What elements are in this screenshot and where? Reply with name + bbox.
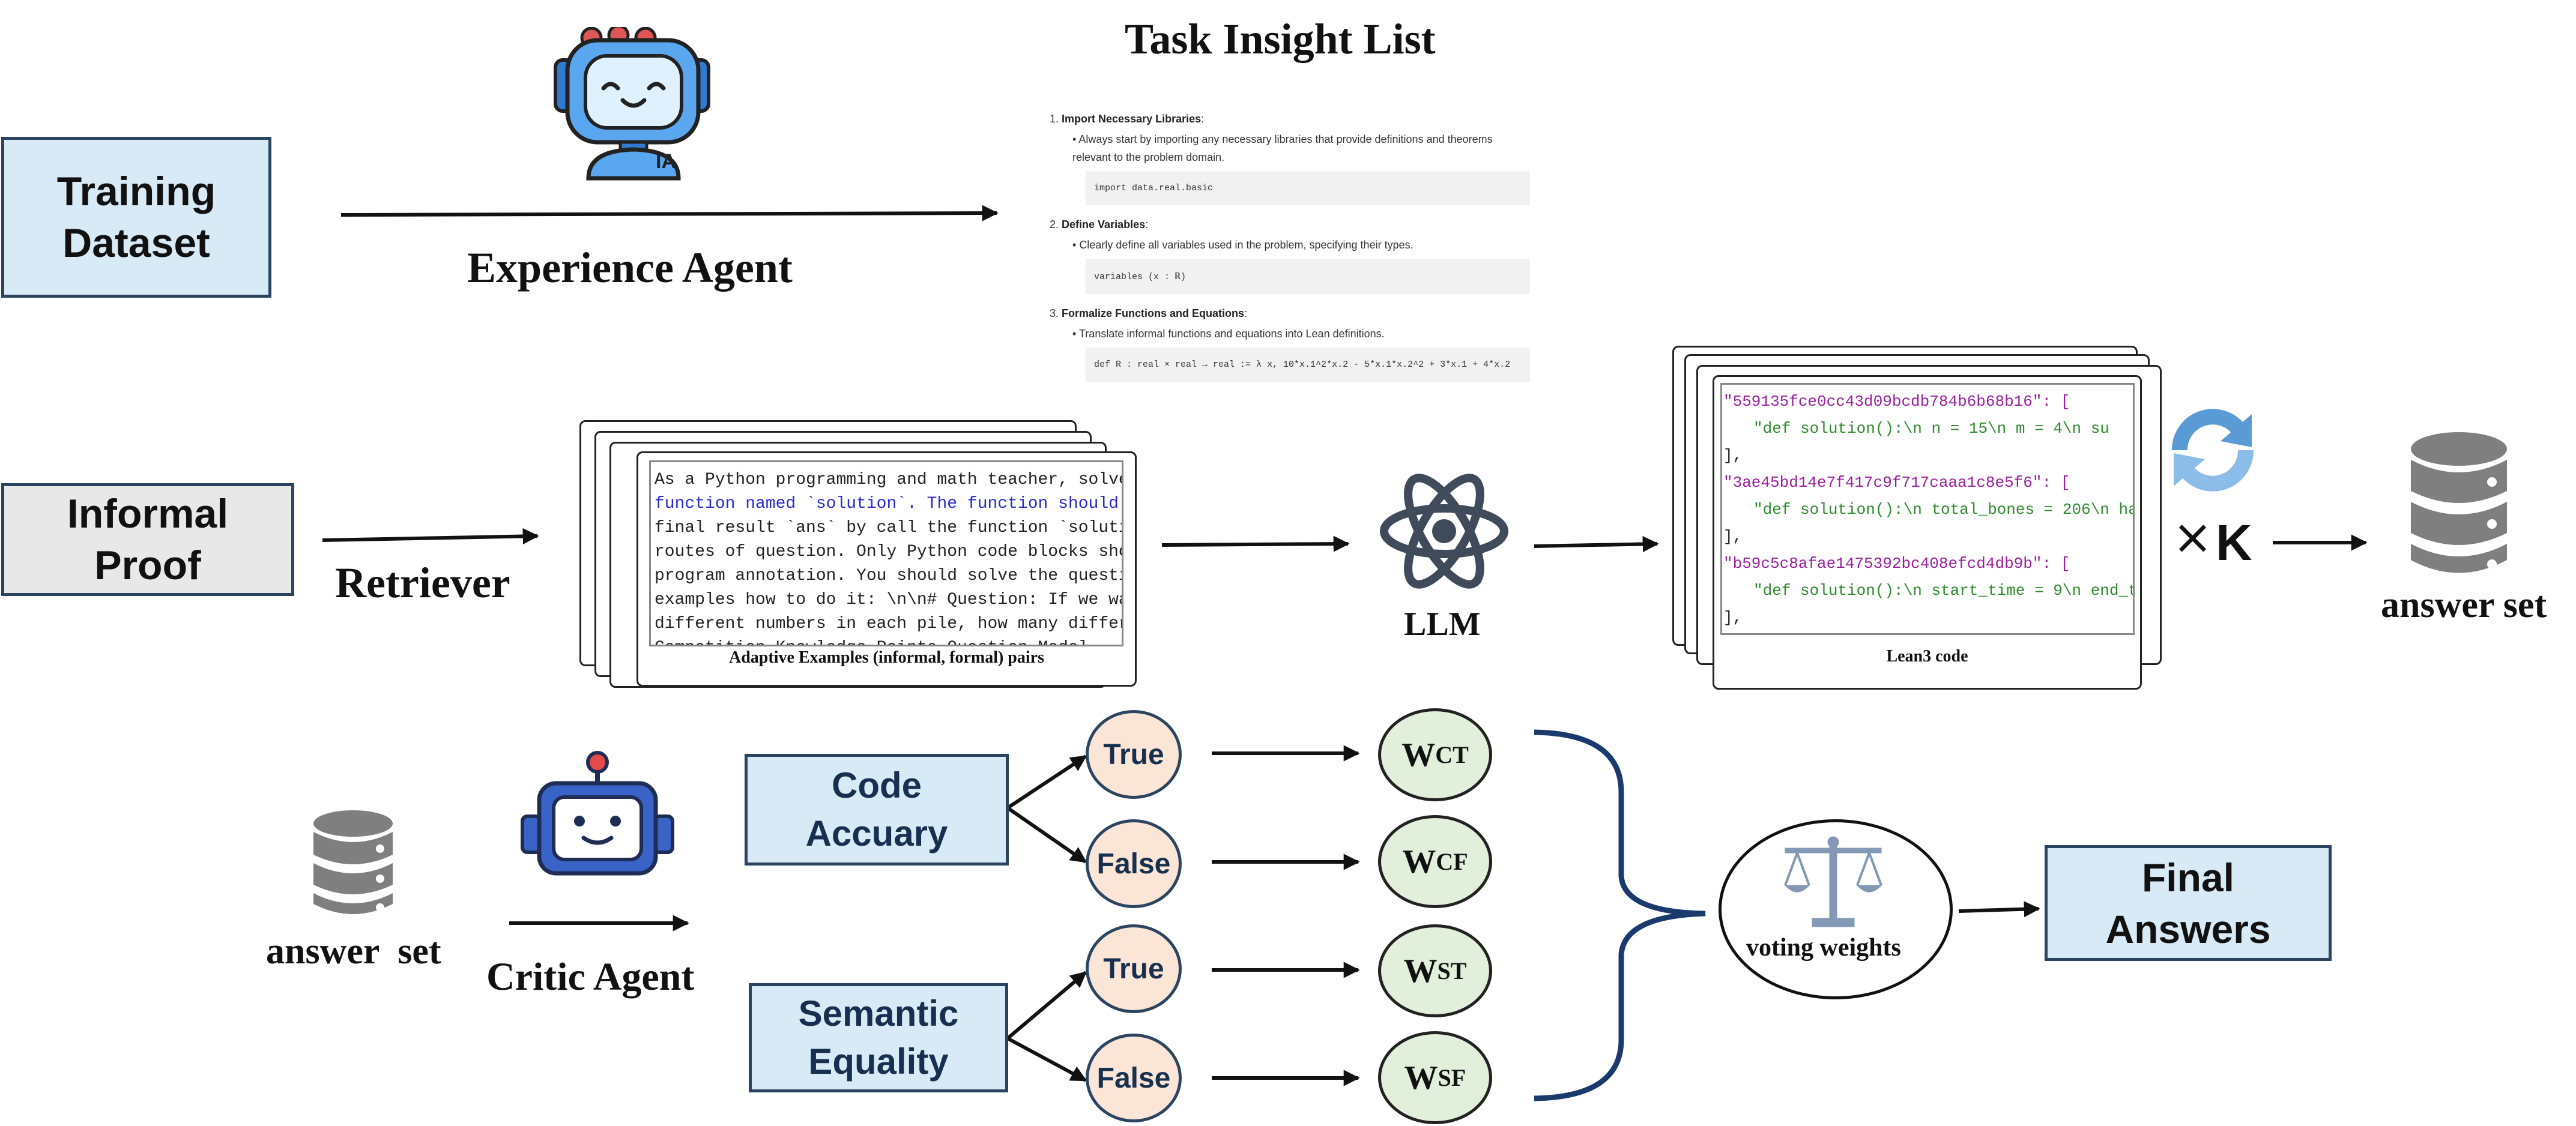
arrow-voting-to-final [1958, 901, 2040, 918]
arrow-code-accuracy-to-true [1006, 754, 1087, 810]
example-line: program annotation. You should solve the… [655, 567, 1122, 585]
weight-subscript: SF [1438, 1064, 1466, 1091]
robot-badge-label: IA [656, 150, 676, 173]
insight-number: 1. [1050, 113, 1059, 125]
weight-symbol: W [1403, 952, 1438, 990]
arrow-llm-to-code [1534, 535, 1659, 552]
arrow-informal-to-examples [322, 528, 539, 544]
training-dataset-box: Training Dataset [1, 137, 271, 298]
insight-title: Define Variables [1062, 218, 1146, 230]
code-key-line: "559135fce0cc43d09bcdb784b6b68b16": [ [1723, 393, 2070, 411]
examples-caption: Adaptive Examples (informal, formal) pai… [729, 648, 1044, 667]
insight-item: 1. Import Necessary Libraries: • Always … [1050, 113, 1530, 205]
code-card-front: "559135fce0cc43d09bcdb784b6b68b16": [ "d… [1713, 375, 2142, 690]
insight-number: 3. [1050, 307, 1059, 319]
insight-list-title: Task Insight List [1125, 15, 1436, 63]
k-symbol: K [2216, 514, 2252, 571]
semantic-equality-box: Semantic Equality [749, 983, 1008, 1092]
code-value-line: "def solution():\n n = 15\n m = 4\n su [1753, 420, 2109, 438]
answer-set-label-middle: answer set [2381, 585, 2547, 625]
example-line: function named `solution`. The function … [655, 495, 1122, 513]
voting-weights-label: voting weights [1746, 934, 1901, 962]
example-line: final result `ans` by call the function … [655, 519, 1122, 537]
true-node-semantic: True [1086, 924, 1182, 1013]
arrow-semantic-to-false [1006, 1037, 1087, 1082]
database-icon [313, 810, 393, 914]
arrow-code-accuracy-to-false [1006, 806, 1087, 864]
insight-code: import data.real.basic [1086, 171, 1530, 205]
code-value-line: "def solution():\n start_time = 9\n end_… [1753, 582, 2135, 600]
insight-bullet: Clearly define all variables used in the… [1079, 239, 1413, 251]
insight-number: 2. [1050, 218, 1059, 230]
insight-bullet: Always start by importing any necessary … [1072, 133, 1493, 163]
weight-symbol: W [1402, 843, 1436, 881]
scales-icon [1784, 836, 1882, 927]
experience-agent-robot-icon [554, 27, 710, 181]
example-line: As a Python programming and math teacher… [655, 471, 1122, 489]
task-insight-list: 1. Import Necessary Libraries: • Always … [1050, 113, 1530, 382]
weight-symbol: W [1401, 736, 1436, 774]
insight-bullet: Translate informal functions and equatio… [1078, 328, 1385, 340]
code-close-line: ], [1723, 528, 1743, 546]
database-icon [2411, 432, 2507, 573]
example-card-front: As a Python programming and math teacher… [636, 451, 1137, 687]
weight-subscript: CF [1436, 848, 1468, 875]
final-answers-box: Final Answers [2045, 845, 2332, 961]
arrow-examples-to-llm [1161, 535, 1350, 552]
weight-subscript: CT [1435, 741, 1469, 768]
insight-code: variables (x : ℝ) [1086, 259, 1530, 294]
code-key-line: "b59c5c8afae1475392bc408efcd4db9b": [ [1723, 555, 2070, 573]
curly-brace [1534, 729, 1706, 1101]
refresh-icon [2171, 409, 2254, 492]
retriever-label: Retriever [335, 559, 510, 607]
arrow-semantic-to-true [1006, 971, 1087, 1040]
false-node-code: False [1086, 819, 1182, 908]
example-line: examples how to do it: \n\n# Question: I… [655, 591, 1122, 609]
code-accuracy-box: Code Accuary [745, 754, 1009, 866]
example-line: routes of question. Only Python code blo… [655, 543, 1122, 561]
false-node-semantic: False [1086, 1034, 1182, 1122]
example-line: different numbers in each pile, how many… [655, 615, 1122, 633]
insight-title: Formalize Functions and Equations [1062, 307, 1245, 319]
code-close-line: ], [1723, 609, 1743, 627]
true-node-code: True [1086, 710, 1182, 799]
code-caption: Lean3 code [1886, 647, 1968, 666]
weight-symbol: W [1404, 1059, 1438, 1097]
atom-icon [1380, 474, 1508, 589]
insight-item: 2. Define Variables: • Clearly define al… [1050, 218, 1530, 294]
insight-code: def R : real × real → real := λ x, 10*x.… [1086, 348, 1530, 382]
code-close-line: ], [1723, 447, 1743, 465]
arrow-training-to-insights [340, 205, 999, 221]
llm-label: LLM [1404, 606, 1481, 643]
insight-title: Import Necessary Libraries [1062, 113, 1202, 125]
informal-proof-box: Informal Proof [1, 483, 294, 596]
code-value-line: "def solution():\n total_bones = 206\n h… [1753, 501, 2135, 519]
times-symbol: × [2172, 509, 2213, 565]
weight-subscript: ST [1437, 957, 1467, 984]
insight-item: 3. Formalize Functions and Equations: • … [1050, 307, 1530, 382]
code-key-line: "5c4e76cbed394941b52264c055387694": [ [1723, 631, 2132, 633]
critic-agent-label: Critic Agent [486, 955, 695, 999]
code-key-line: "3ae45bd14e7f417c9f717caaa1c8e5f6": [ [1723, 474, 2070, 492]
answer-set-label-bottom: answer set [266, 931, 441, 972]
critic-agent-robot-icon [521, 751, 674, 876]
experience-agent-label: Experience Agent [467, 244, 793, 292]
example-line: Competition Knowledge Points Question Mo… [655, 636, 1118, 645]
